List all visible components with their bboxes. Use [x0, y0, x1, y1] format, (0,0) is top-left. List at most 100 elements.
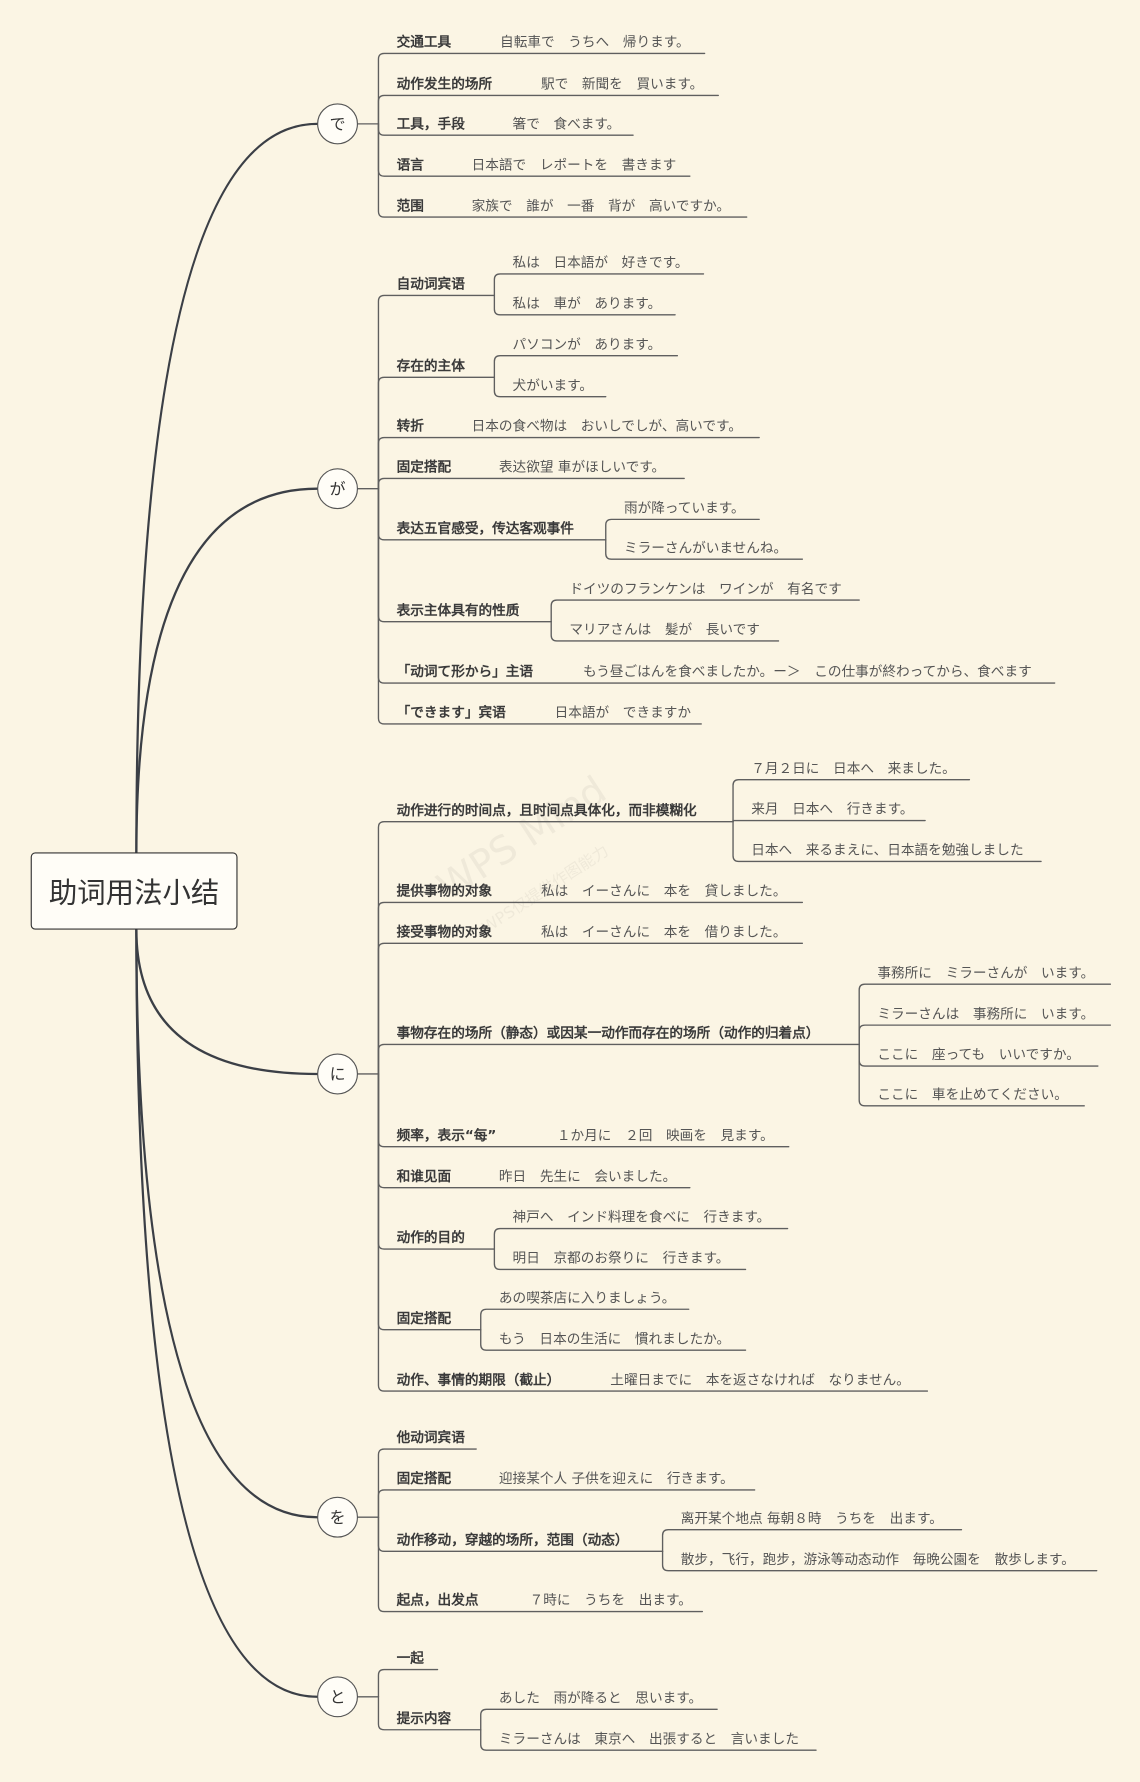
branch-connector [493, 1248, 747, 1271]
branch-connector [377, 1448, 477, 1518]
particle-text: と [329, 1688, 346, 1708]
branch-connector [377, 488, 702, 725]
example-sentence: もう 日本の生活に 慣れましたか。 [498, 1330, 731, 1347]
branch-connector [605, 518, 760, 541]
usage-label: 动作进行的时间点，且时间点具体化，而非模糊化 [396, 802, 697, 819]
usage-label: 存在的主体 [396, 357, 465, 374]
example-sentence: 家族で 誰が 一番 背が 高いですか。 [471, 197, 731, 214]
branch-connector [732, 821, 1042, 863]
branch-connector [858, 1024, 1112, 1046]
example-sentence: パソコンが あります。 [512, 336, 662, 353]
example-sentence: 事務所に ミラーさんが います。 [877, 964, 1095, 981]
example-sentence: 駅で 新聞を 買います。 [540, 76, 704, 93]
root-branch-curve [135, 928, 319, 1076]
usage-label: 起点，出发点 [396, 1592, 479, 1609]
branch-connector [377, 123, 748, 218]
particle-text: が [329, 480, 346, 499]
usage-label: 表示主体具有的性质 [396, 602, 520, 619]
branch-connector [480, 1729, 817, 1751]
root-title: 助词用法小结 [48, 876, 220, 910]
usage-label: 提供事物的对象 [396, 883, 493, 899]
example-sentence: ここに 車を止めてください。 [877, 1086, 1068, 1103]
branch-connector [493, 376, 607, 398]
example-sentence: 土曜日までに 本を返さなければ なりません。 [610, 1371, 910, 1388]
root-branch-curve [135, 487, 319, 854]
branch-connector [661, 1550, 1098, 1572]
usage-label: 「できます」宾语 [396, 704, 506, 721]
root-node: 助词用法小结 [30, 852, 238, 930]
particle-text: で [329, 115, 346, 135]
example-sentence: 迎接某个人 子供を迎えに 行きます。 [498, 1470, 734, 1487]
branch-connector [661, 1529, 963, 1553]
example-sentence: ここに 座っても いいですか。 [877, 1046, 1080, 1063]
example-sentence: 表达欲望 車がほしいです。 [498, 459, 666, 476]
branch-connector [377, 1073, 496, 1250]
example-sentence: ７時に うちを 出ます。 [529, 1592, 692, 1609]
branch-connector [480, 1329, 747, 1351]
example-sentence: 自転車で うちへ 帰ります。 [500, 34, 690, 51]
branch-connector [377, 1696, 482, 1731]
example-sentence: 日本の食べ物は おいしでしが、高いです。 [471, 418, 742, 435]
example-sentence: １か月に ２回 映画を 見ます。 [556, 1127, 774, 1144]
usage-label: 自动词宾语 [396, 276, 465, 293]
root-branch-curve [135, 122, 319, 854]
branch-connector [377, 1489, 756, 1518]
usage-label: 动作、事情的期限（截止） [396, 1371, 561, 1388]
branch-connector [377, 1668, 439, 1698]
branch-connector [550, 620, 780, 642]
branch-connector [377, 94, 719, 125]
example-sentence: 日本語が できますか [554, 704, 692, 721]
branch-connector [732, 819, 926, 823]
example-sentence: 私は イーさんに 本を 借りました。 [540, 923, 787, 940]
usage-label: 工具，手段 [396, 115, 465, 132]
example-sentence: ミラーさんは 事務所に います。 [877, 1005, 1095, 1022]
example-sentence: 日本語で レポートを 書きます [471, 156, 677, 173]
branch-connector [377, 52, 706, 125]
example-sentence: 离开某个地点 毎朝８時 うちを 出ます。 [680, 1510, 943, 1527]
example-sentence: 私は 車が あります。 [512, 295, 662, 312]
example-sentence: 箸で 食べます。 [512, 115, 621, 132]
usage-label: 事物存在的场所（静态）或因某一动作而存在的场所（动作的归着点） [396, 1025, 820, 1042]
particle-text: に [329, 1066, 346, 1085]
branch-connector [377, 376, 496, 490]
example-sentence: あの喫茶店に入りましょう。 [498, 1289, 676, 1306]
particle-node-de: で [317, 103, 358, 145]
branch-connector [377, 1043, 860, 1075]
example-sentence: マリアさんは 髪が 長いです [569, 621, 760, 638]
branch-connector [480, 1308, 690, 1331]
branch-connector [493, 1227, 789, 1250]
usage-label: 提示内容 [396, 1710, 452, 1727]
branch-connector [605, 539, 804, 560]
branch-connector [858, 983, 1112, 1046]
branch-connector [493, 294, 676, 316]
particle-text: を [329, 1509, 346, 1528]
particle-node-to: と [317, 1676, 358, 1718]
usage-label: 一起 [396, 1650, 424, 1667]
example-sentence: 昨日 先生に 会いました。 [498, 1168, 677, 1185]
usage-label: 固定搭配 [396, 1310, 452, 1327]
branch-connector [493, 273, 705, 297]
usage-label: 他动词宾语 [396, 1429, 465, 1446]
example-sentence: ７月２日に 日本へ 来ました。 [751, 760, 956, 777]
branch-connector [377, 477, 685, 490]
branch-connector [493, 355, 679, 378]
usage-label: 频率，表示“每” [396, 1127, 497, 1144]
example-sentence: ドイツのフランケンは ワインが 有名です [569, 580, 842, 597]
usage-label: 固定搭配 [396, 1470, 452, 1487]
root-branch-curve [135, 928, 319, 1698]
branch-connector [858, 1043, 1085, 1107]
branch-connector [480, 1708, 718, 1731]
usage-label: 固定搭配 [396, 459, 452, 476]
example-sentence: ミラーさんは 東京へ 出張すると 言いました [498, 1730, 799, 1747]
example-sentence: 明日 京都のお祭りに 行きます。 [512, 1250, 730, 1267]
example-sentence: 日本へ 来るまえに、日本語を勉強しました [751, 842, 1024, 859]
example-sentence: ミラーさんがいませんね。 [623, 539, 788, 556]
example-sentence: もう昼ごはんを食べましたか。ー＞ この仕事が終わってから、食べます [583, 663, 1032, 680]
usage-label: 动作的目的 [396, 1229, 465, 1246]
root-branch-curve [135, 928, 319, 1519]
branch-connector [377, 1516, 704, 1613]
particle-node-wo: を [317, 1496, 358, 1538]
example-sentence: 犬がいます。 [512, 377, 594, 394]
usage-label: 接受事物的对象 [396, 923, 493, 940]
